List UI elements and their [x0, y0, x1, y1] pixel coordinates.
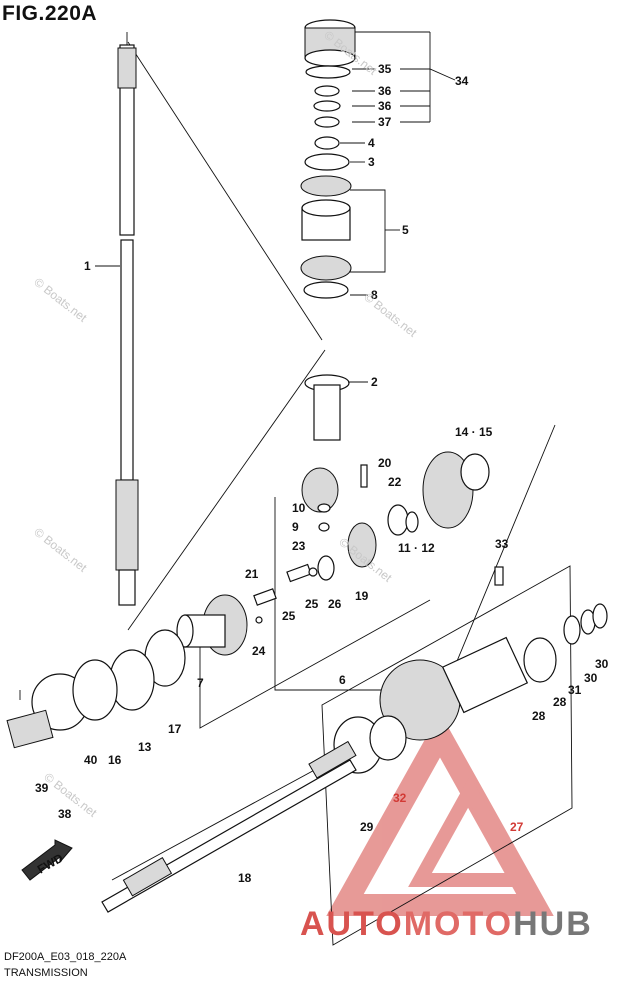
- callout-1: 1: [84, 259, 91, 273]
- part-gears: [253, 451, 490, 624]
- callout-2: 2: [371, 375, 378, 389]
- callout-40: 40: [84, 753, 98, 767]
- callout-14-15: 14 · 15: [455, 425, 493, 439]
- callout-21: 21: [245, 567, 259, 581]
- part-prop-shaft-housing: [6, 566, 608, 749]
- callout-30a: 30: [595, 657, 609, 671]
- callouts: 35 34 36 36 37 4 3 5 1 8 2 14 · 15 20 22…: [35, 62, 609, 885]
- figure-title: FIG.220A: [2, 2, 98, 25]
- fwd-direction-arrow: [21, 839, 73, 881]
- callout-leaders: [95, 31, 456, 383]
- callout-36a: 36: [378, 84, 392, 98]
- part-drive-shaft: [115, 32, 139, 606]
- callout-25b: 25: [282, 609, 296, 623]
- callout-25: 25: [305, 597, 319, 611]
- part-sleeve: [304, 374, 350, 441]
- callout-37: 37: [378, 115, 392, 129]
- callout-4: 4: [368, 136, 375, 150]
- callout-8: 8: [371, 288, 378, 302]
- callout-19: 19: [355, 589, 369, 603]
- automotohub-triangle-logo: [326, 712, 554, 916]
- callout-16: 16: [108, 753, 122, 767]
- callout-32: 32: [393, 791, 407, 805]
- callout-18: 18: [238, 871, 252, 885]
- part-top-bearing-stack: [300, 19, 356, 299]
- logo-part-auto: AUTO: [300, 905, 404, 943]
- automotohub-logo-text: AUTOMOTOHUB: [300, 905, 593, 944]
- logo-part-hub: HUB: [513, 905, 593, 943]
- callout-17: 17: [168, 722, 182, 736]
- callout-10: 10: [292, 501, 306, 515]
- callout-31: 31: [568, 683, 582, 697]
- callout-28b: 28: [532, 709, 546, 723]
- logo-part-moto: MOTO: [403, 905, 514, 943]
- callout-39: 39: [35, 781, 49, 795]
- callout-35: 35: [378, 62, 392, 76]
- callout-22: 22: [388, 475, 402, 489]
- callout-33: 33: [495, 537, 509, 551]
- part-forward-gear: [109, 594, 248, 711]
- callout-11-12: 11 · 12: [398, 541, 435, 555]
- callout-34: 34: [455, 74, 469, 88]
- callout-26: 26: [328, 597, 342, 611]
- callout-38: 38: [58, 807, 72, 821]
- callout-13: 13: [138, 740, 152, 754]
- callout-27: 27: [510, 820, 524, 834]
- section-title: TRANSMISSION: [4, 967, 88, 979]
- callout-24: 24: [252, 644, 266, 658]
- callout-9: 9: [292, 520, 299, 534]
- drawing-code: DF200A_E03_018_220A: [4, 951, 127, 963]
- callout-30b: 30: [584, 671, 598, 685]
- callout-20: 20: [378, 456, 392, 470]
- callout-5: 5: [402, 223, 409, 237]
- callout-28a: 28: [553, 695, 567, 709]
- callout-7: 7: [197, 676, 204, 690]
- callout-3: 3: [368, 155, 375, 169]
- callout-29: 29: [360, 820, 374, 834]
- callout-36b: 36: [378, 99, 392, 113]
- callout-6: 6: [339, 673, 346, 687]
- callout-23: 23: [292, 539, 306, 553]
- part-prop-shaft: [101, 715, 407, 913]
